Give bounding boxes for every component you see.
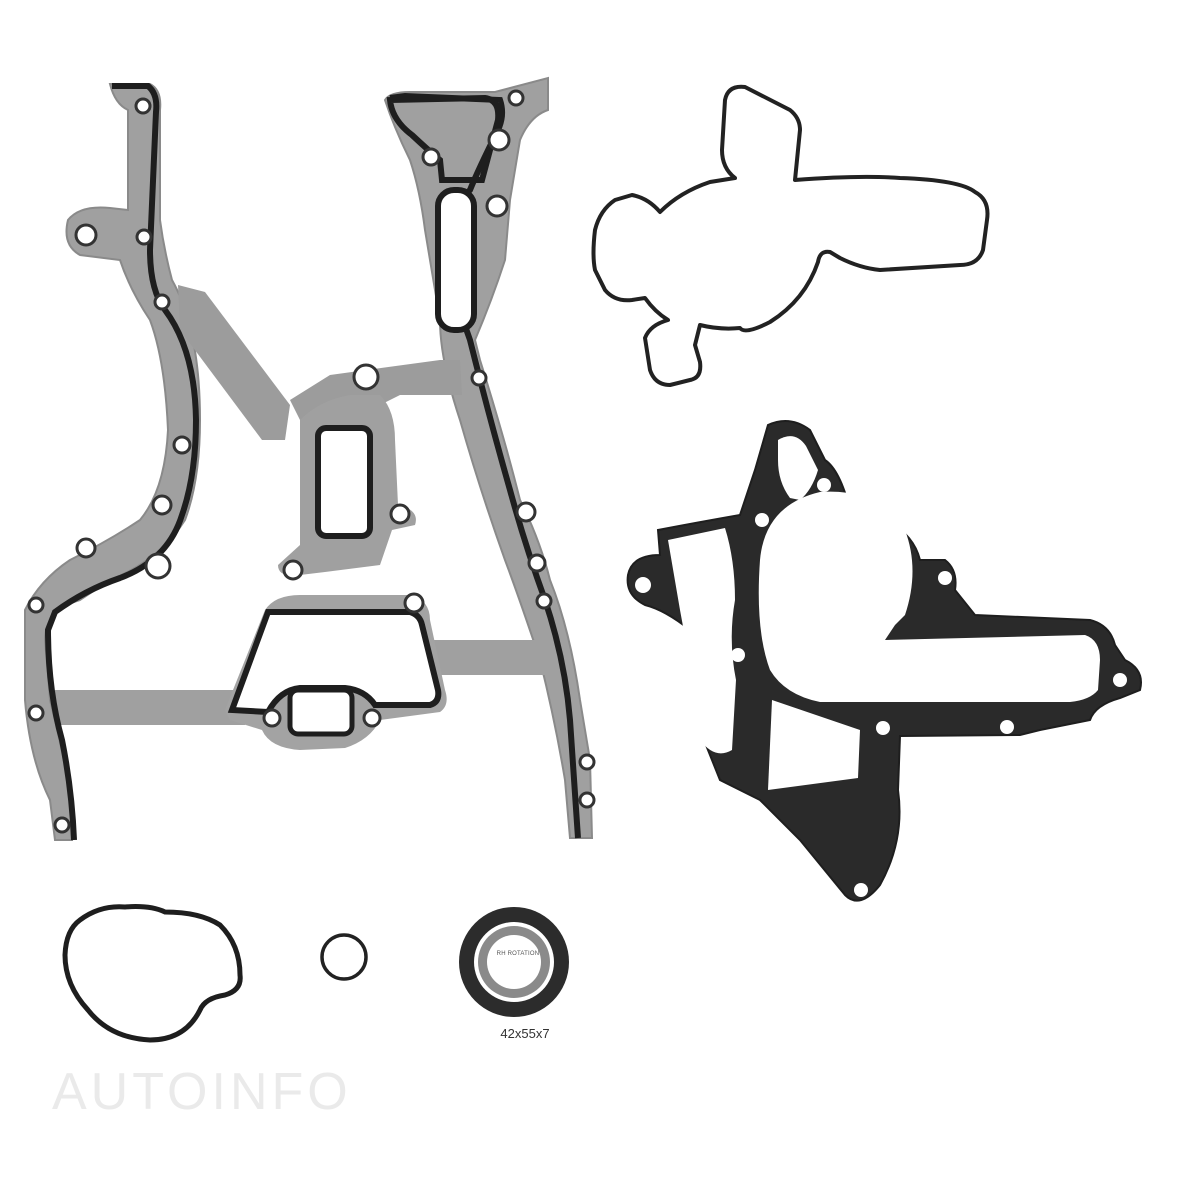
watermark-logo: AUTOINFO [52,1063,352,1121]
timing-cover-gasket [24,76,596,841]
seal-size-label: 42x55x7 [500,1026,550,1041]
small-o-ring [320,933,368,981]
seal-rotation-label: RH ROTATION [496,951,540,957]
water-pump-gasket [626,420,1142,902]
oval-o-ring [62,904,243,1043]
water-pump-outline-gasket [591,84,990,387]
crankshaft-seal [459,907,569,1017]
